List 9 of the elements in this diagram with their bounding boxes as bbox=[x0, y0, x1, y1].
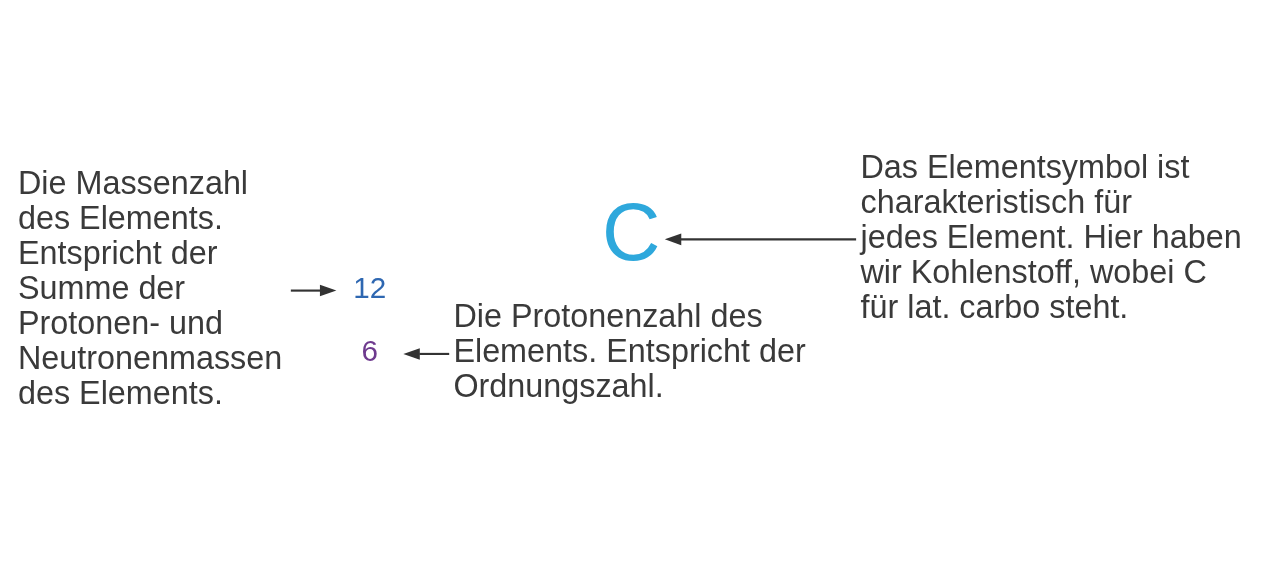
node-text: Die Protonenzahl des Elements. Entspricht der Ordnungszahl. bbox=[453, 298, 806, 405]
node-text: 6 bbox=[361, 334, 379, 368]
node-text: Die Massenzahl des Elements. Entspricht der Summe der Protonen- und Neutronenmassen des Elements. bbox=[17, 164, 283, 412]
arrow bbox=[403, 348, 450, 360]
node-text: 12 bbox=[353, 271, 387, 305]
node-text: C bbox=[602, 186, 661, 277]
node-text: Das Elementsymbol ist charakteristisch für jedes Element. Hier haben wir Kohlenstoff, wobei C für lat. carbo steht. bbox=[860, 148, 1242, 325]
arrow bbox=[290, 284, 337, 297]
arrow bbox=[664, 233, 857, 246]
